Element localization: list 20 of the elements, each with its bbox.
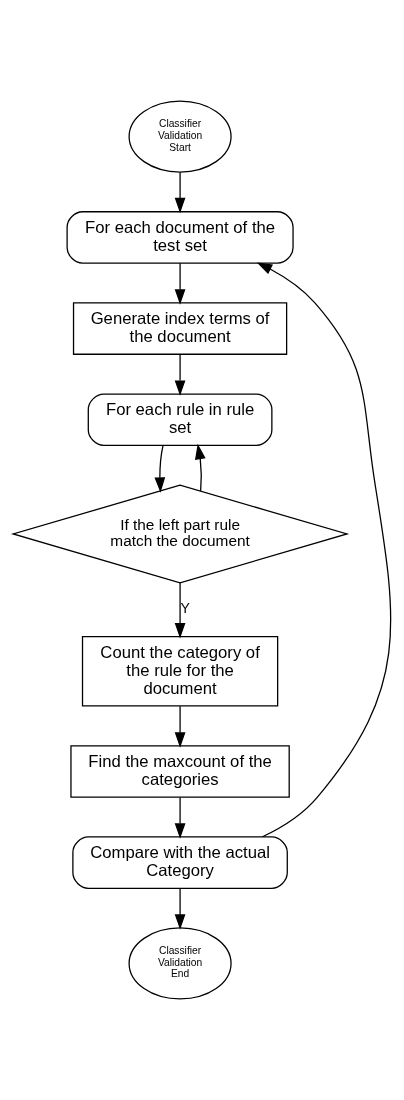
arrow [256, 262, 392, 838]
arrow [195, 443, 206, 492]
arrow [174, 705, 186, 748]
arrow [174, 796, 186, 839]
node-box: Generate index terms of the document [72, 302, 288, 355]
arrow [174, 171, 186, 214]
node-box: For each document of the test set [66, 211, 294, 264]
arrow [174, 888, 186, 930]
arrow [154, 445, 166, 493]
arrow [174, 353, 186, 396]
node-box: Count the category of the rule for the document [81, 636, 279, 707]
arrow [174, 582, 186, 639]
node-box: Find the maxcount of the categories [70, 745, 290, 798]
arrow [174, 262, 186, 305]
node-ellipse: Classifier Validation End [128, 927, 232, 1000]
node-box: Compare with the actual Category [72, 836, 288, 889]
node-diamond: If the left part rule match the document [10, 484, 350, 584]
node-box: For each rule in rule set [87, 393, 273, 446]
node-ellipse: Classifier Validation Start [128, 100, 232, 173]
edge-label: Y [180, 600, 190, 617]
